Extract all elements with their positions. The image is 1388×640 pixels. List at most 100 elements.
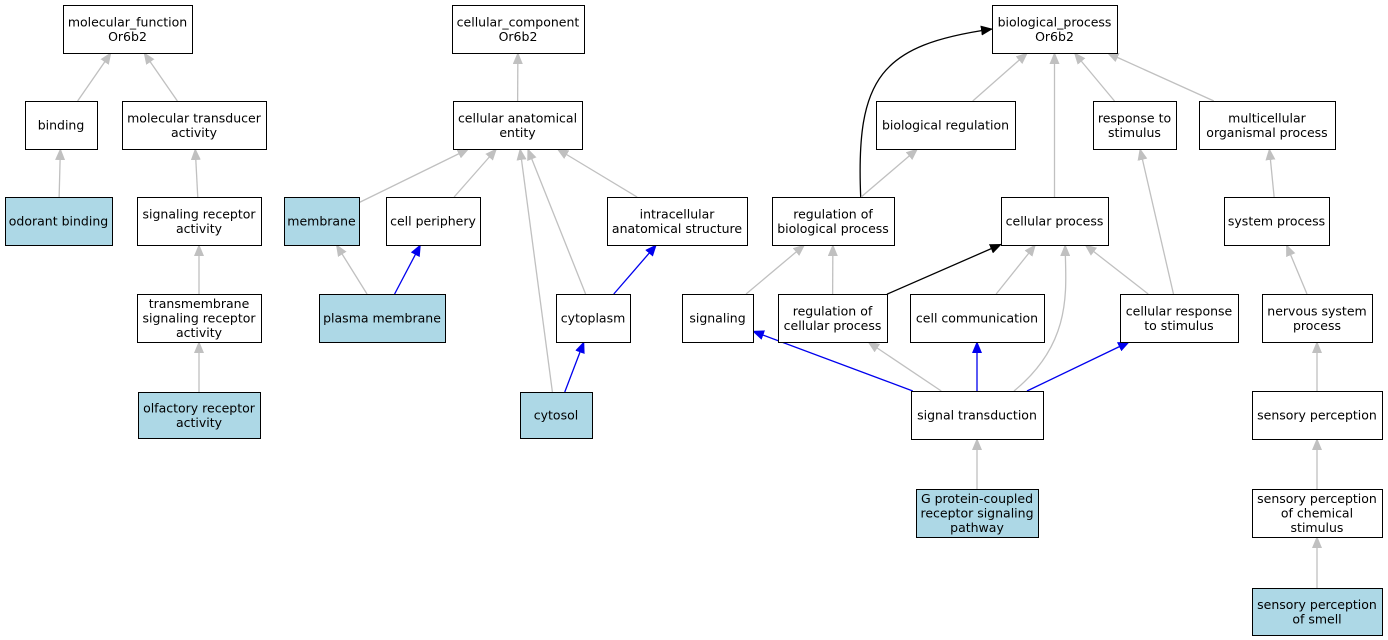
term-box — [1252, 391, 1383, 440]
term-label: plasma membrane — [323, 311, 441, 326]
edge-mtd-to-mf-is-a — [143, 52, 178, 102]
term-label: activity — [176, 221, 223, 236]
term-node-cellcomm[interactable]: cell communication — [910, 294, 1045, 343]
term-label: molecular_function — [68, 14, 187, 29]
term-label: regulation of — [793, 303, 873, 318]
term-box — [1120, 294, 1239, 343]
term-node-bioreg[interactable]: biological regulation — [876, 101, 1016, 150]
term-label: signaling receptor — [142, 206, 256, 221]
edge-sra-to-mtd-is-a — [190, 148, 201, 198]
term-box — [682, 294, 754, 343]
term-box — [453, 101, 583, 150]
term-node-signaling[interactable]: signaling — [682, 294, 754, 343]
term-node-binding[interactable]: binding — [25, 101, 98, 150]
term-node-sensperc[interactable]: sensory perception — [1252, 391, 1383, 440]
term-label: cellular process — [1006, 214, 1104, 229]
term-label: signal transduction — [917, 408, 1037, 423]
term-box — [520, 392, 593, 439]
edge-bioreg-to-bp-is-a — [972, 52, 1029, 102]
edge-binding-to-mf-is-a — [77, 52, 112, 102]
term-label: pathway — [950, 520, 1004, 535]
term-label: anatomical structure — [612, 221, 742, 236]
term-box — [992, 5, 1118, 54]
term-box — [5, 197, 113, 246]
edge-membrane-to-cae-is-a — [358, 148, 470, 204]
term-label: to stimulus — [1144, 318, 1213, 333]
term-node-cp[interactable]: cellular process — [1001, 197, 1109, 246]
term-label: transmembrane — [149, 296, 250, 311]
term-label: cellular response — [1126, 303, 1233, 318]
edge-sp-to-mop-is-a — [1265, 148, 1276, 198]
edge-rbp-to-bioreg-is-a — [860, 148, 919, 198]
term-node-cytosol[interactable]: cytosol — [520, 392, 593, 439]
edge-mop-to-bp-is-a — [1106, 52, 1215, 102]
term-node-st[interactable]: signal transduction — [911, 391, 1044, 440]
term-label: binding — [38, 118, 85, 133]
edge-cytosol-to-cytoplasm-part-of — [564, 341, 585, 393]
edge-pm-to-cellperiph-part-of — [394, 244, 421, 295]
term-label: activity — [171, 125, 218, 140]
term-node-cytoplasm[interactable]: cytoplasm — [556, 294, 631, 343]
term-node-membrane[interactable]: membrane — [284, 197, 360, 246]
edge-rcp-to-cp-regulates — [886, 243, 1002, 295]
term-node-cellperiph[interactable]: cell periphery — [386, 197, 481, 246]
term-label: cell communication — [916, 311, 1038, 326]
term-label: signaling receptor — [142, 311, 256, 326]
term-label: activity — [176, 415, 223, 430]
term-label: cytosol — [534, 408, 578, 423]
term-label: Or6b2 — [108, 29, 147, 44]
term-label: entity — [499, 125, 536, 140]
term-box — [772, 197, 895, 246]
edge-pm-to-membrane-is-a — [335, 244, 368, 295]
term-box — [1199, 101, 1336, 150]
term-box — [137, 197, 262, 246]
edge-crs-to-rts-is-a — [1137, 148, 1175, 295]
term-label: biological process — [777, 221, 889, 236]
term-label: biological regulation — [882, 118, 1009, 133]
edge-ias-to-cae-is-a — [556, 148, 638, 198]
term-label: cellular_component — [457, 14, 580, 29]
term-label: cellular anatomical — [458, 110, 577, 125]
term-label: intracellular — [640, 206, 716, 221]
term-label: biological_process — [998, 14, 1112, 29]
term-label: multicellular — [1228, 110, 1307, 125]
term-box — [1093, 101, 1177, 150]
term-box — [319, 294, 446, 343]
edge-st-to-cp-is-a — [1013, 244, 1071, 392]
term-box — [452, 5, 585, 54]
term-label: organismal process — [1206, 125, 1327, 140]
term-box — [916, 489, 1039, 538]
term-node-sp[interactable]: system process — [1224, 197, 1330, 246]
term-box — [778, 294, 888, 343]
term-label: odorant binding — [9, 214, 108, 229]
term-box — [386, 197, 481, 246]
term-box — [63, 5, 193, 54]
term-node-pm[interactable]: plasma membrane — [319, 294, 446, 343]
term-box — [1262, 294, 1373, 343]
term-box — [122, 101, 267, 150]
term-label: G protein-coupled — [921, 491, 1033, 506]
edges-layer — [55, 25, 1322, 588]
term-label: activity — [176, 325, 223, 340]
term-node-odorant[interactable]: odorant binding — [5, 197, 113, 246]
term-box — [25, 101, 98, 150]
